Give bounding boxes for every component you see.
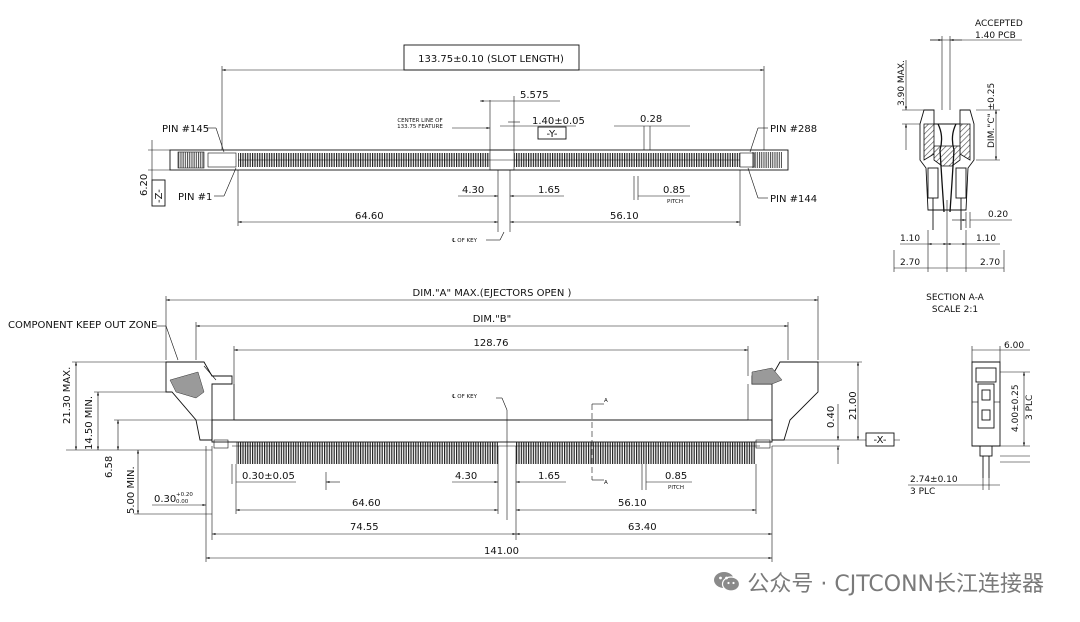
svg-text:4.30: 4.30	[462, 185, 484, 196]
svg-text:2.74±0.10: 2.74±0.10	[910, 475, 958, 485]
svg-text:6.58: 6.58	[104, 456, 115, 478]
svg-text:℄ OF KEY: ℄ OF KEY	[452, 393, 478, 400]
datum-x-box	[865, 432, 895, 447]
front-pins-left	[236, 442, 498, 464]
svg-text:63.40: 63.40	[628, 522, 657, 533]
svg-text:2.70: 2.70	[900, 258, 920, 268]
svg-text:1.10: 1.10	[900, 234, 920, 244]
svg-text:PITCH: PITCH	[667, 199, 683, 205]
side-view: 6.00 4.00±0.25 3 PLC 2.74±0.10 3 PLC	[908, 341, 1035, 497]
svg-text:A: A	[604, 398, 608, 404]
svg-text:ACCEPTED: ACCEPTED	[975, 19, 1023, 29]
pin-1-label: PIN #1	[178, 192, 212, 203]
svg-text:0.85: 0.85	[665, 471, 687, 482]
svg-text:DIM."C" ±0.25: DIM."C" ±0.25	[987, 83, 997, 148]
datum-y-box	[537, 126, 567, 140]
svg-text:141.00: 141.00	[484, 546, 519, 557]
section-housing	[919, 109, 975, 211]
key-area	[489, 149, 515, 171]
svg-text:DIM."A" MAX.(EJECTORS OPEN ): DIM."A" MAX.(EJECTORS OPEN )	[413, 288, 572, 299]
wechat-icon	[713, 570, 741, 594]
left-ejector	[165, 361, 233, 441]
svg-text:0.85: 0.85	[663, 185, 685, 196]
svg-text:-X-: -X-	[873, 435, 886, 446]
connector-front-body	[211, 419, 773, 443]
svg-text:A: A	[604, 480, 608, 486]
svg-text:0.00: 0.00	[176, 499, 189, 505]
pin-144-label: PIN #144	[770, 194, 817, 205]
svg-text:1.40 PCB: 1.40 PCB	[975, 31, 1016, 41]
front-pins-right	[516, 442, 756, 464]
svg-text:SCALE 2:1: SCALE 2:1	[932, 305, 978, 315]
svg-text:64.60: 64.60	[352, 498, 381, 509]
svg-text:0.28: 0.28	[640, 114, 662, 125]
svg-text:CENTER LINE OF: CENTER LINE OF	[397, 118, 442, 124]
section-view: ACCEPTED 1.40 PCB 3.90 MAX. DIM."C" ±0.2…	[893, 19, 1023, 315]
slot-length-box	[403, 44, 580, 71]
top-view: 133.75±0.10 (SLOT LENGTH) 5.575 CENTER L…	[139, 44, 817, 244]
watermark-text: 公众号 · CJTCONN长江连接器	[747, 572, 1044, 597]
svg-text:+0.20: +0.20	[176, 492, 193, 498]
svg-text:1.10: 1.10	[976, 234, 996, 244]
svg-text:5.00 MIN.: 5.00 MIN.	[126, 466, 137, 514]
slot-length-label: 133.75±0.10 (SLOT LENGTH)	[418, 54, 564, 65]
svg-text:-Z-: -Z-	[154, 189, 165, 203]
svg-text:1.40±0.05: 1.40±0.05	[532, 116, 585, 127]
svg-text:4.00±0.25: 4.00±0.25	[1011, 384, 1021, 432]
svg-text:℄ OF KEY: ℄ OF KEY	[452, 237, 478, 244]
svg-text:2.70: 2.70	[980, 258, 1000, 268]
svg-text:6.00: 6.00	[1004, 341, 1024, 351]
svg-text:128.76: 128.76	[474, 338, 509, 349]
svg-text:4.30: 4.30	[455, 471, 477, 482]
svg-text:1.65: 1.65	[538, 185, 560, 196]
svg-text:0.30±0.05: 0.30±0.05	[242, 471, 295, 482]
pin-145-label: PIN #145	[162, 124, 209, 135]
svg-text:3 PLC: 3 PLC	[1025, 395, 1035, 420]
svg-text:1.65: 1.65	[538, 471, 560, 482]
svg-text:-Y-: -Y-	[547, 129, 558, 140]
svg-text:56.10: 56.10	[610, 211, 639, 222]
watermark: 公众号 · CJTCONN长江连接器	[713, 566, 1044, 598]
svg-text:3.90 MAX.: 3.90 MAX.	[897, 60, 907, 106]
connector-top-body	[169, 149, 789, 171]
svg-text:5.575: 5.575	[520, 90, 549, 101]
keep-out-label: COMPONENT KEEP OUT ZONE	[8, 320, 157, 331]
svg-text:56.10: 56.10	[618, 498, 647, 509]
svg-text:0.20: 0.20	[988, 210, 1008, 220]
svg-text:0.30: 0.30	[154, 494, 176, 505]
pin-288-label: PIN #288	[770, 124, 817, 135]
svg-text:21.30 MAX.: 21.30 MAX.	[62, 367, 73, 424]
front-view: DIM."A" MAX.(EJECTORS OPEN ) DIM."B" COM…	[8, 288, 900, 562]
svg-text:21.00: 21.00	[848, 391, 859, 420]
svg-text:PITCH: PITCH	[668, 485, 684, 491]
svg-text:133.75 FEATURE: 133.75 FEATURE	[397, 124, 443, 130]
svg-text:6.20: 6.20	[139, 174, 150, 196]
svg-text:14.50 MIN.: 14.50 MIN.	[84, 396, 95, 450]
svg-text:64.60: 64.60	[355, 211, 384, 222]
svg-text:3 PLC: 3 PLC	[910, 487, 935, 497]
datum-z-box	[151, 179, 166, 207]
svg-text:74.55: 74.55	[350, 522, 379, 533]
section-title: SECTION A-A	[926, 293, 985, 303]
svg-text:0.40: 0.40	[826, 406, 837, 428]
svg-text:DIM."B": DIM."B"	[473, 314, 512, 325]
